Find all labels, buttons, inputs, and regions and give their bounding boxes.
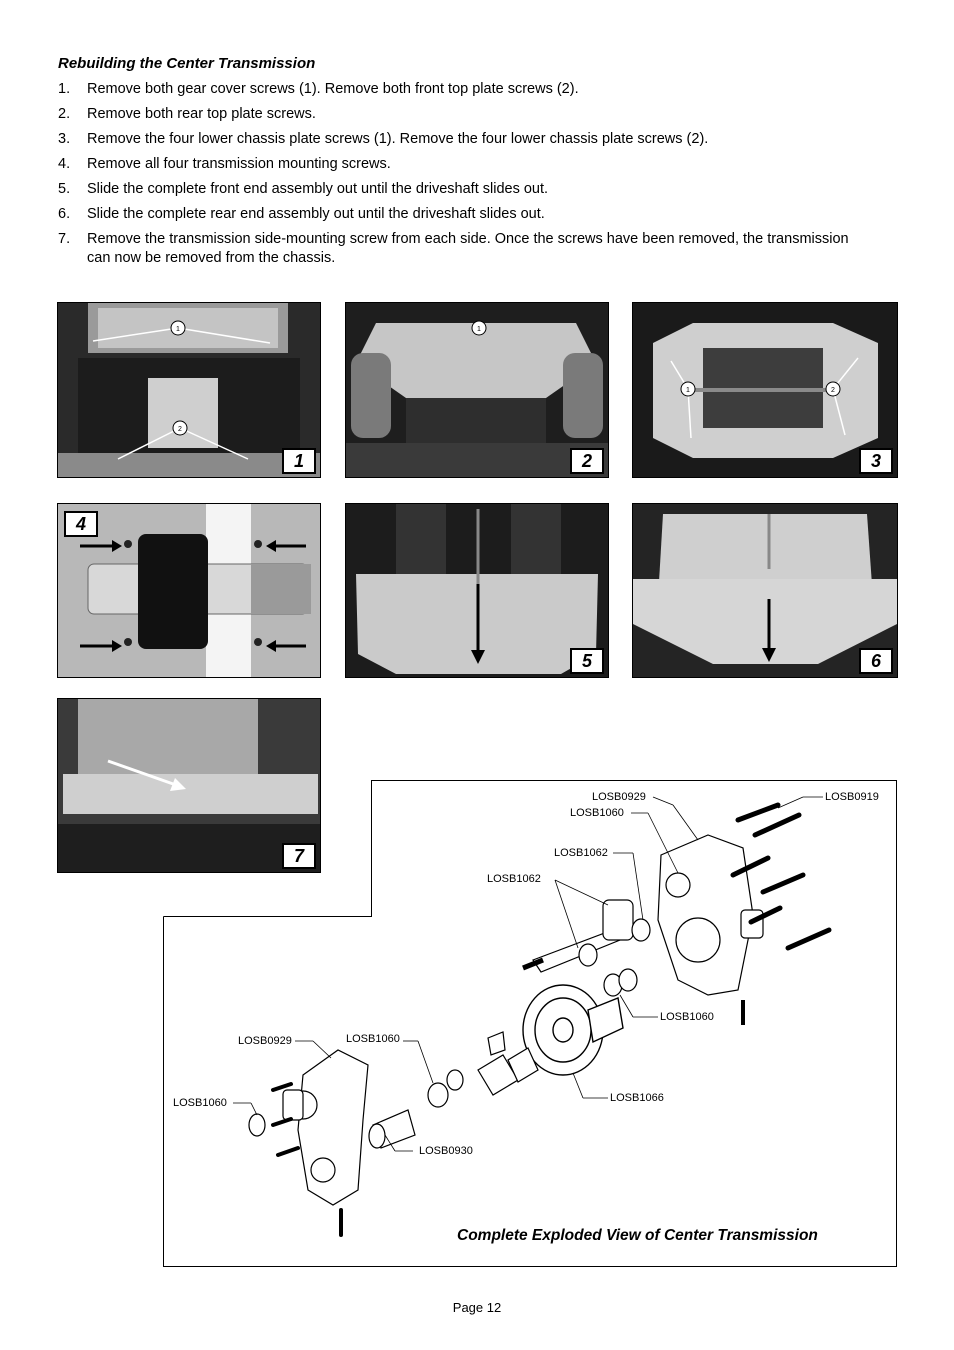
callout-number: 1 [686, 387, 690, 394]
photo-step-label: 7 [282, 843, 316, 869]
photo-step-label: 5 [570, 648, 604, 674]
photo-step-2: 1 2 [345, 302, 609, 478]
exploded-view-caption: Complete Exploded View of Center Transmi… [457, 1227, 818, 1244]
step-item: 6. Slide the complete rear end assembly o… [58, 205, 858, 224]
step-number: 6. [58, 206, 71, 222]
callout-number: 2 [178, 426, 182, 433]
callout-number: 1 [477, 326, 481, 333]
part-label: LOSB1066 [610, 1092, 664, 1104]
photo-step-label: 2 [570, 448, 604, 474]
part-label: LOSB1060 [660, 1011, 714, 1023]
step-text: Slide the complete rear end assembly out… [87, 206, 545, 222]
part-label: LOSB0930 [419, 1145, 473, 1157]
part-label: LOSB0929 [592, 791, 646, 803]
section-title: Rebuilding the Center Transmission [58, 55, 316, 72]
step-item: 7. Remove the transmission side-mounting … [58, 230, 858, 268]
step-text: Remove both gear cover screws (1). Remov… [87, 81, 579, 97]
callout-number: 2 [831, 387, 835, 394]
photo-step-1: 1 2 1 [57, 302, 321, 478]
step-number: 5. [58, 181, 71, 197]
callout-number: 1 [176, 326, 180, 333]
photo-step-7: 7 [57, 698, 321, 873]
step-text: Remove the four lower chassis plate scre… [87, 131, 709, 147]
part-label: LOSB0919 [825, 791, 879, 803]
step-number: 1. [58, 81, 71, 97]
step-text: Remove all four transmission mounting sc… [87, 156, 391, 172]
step-number: 4. [58, 156, 71, 172]
step-item: 3. Remove the four lower chassis plate sc… [58, 130, 858, 149]
part-label: LOSB1060 [570, 807, 624, 819]
part-label: LOSB1060 [173, 1097, 227, 1109]
page-number: Page 12 [452, 1300, 502, 1315]
step-number: 7. [58, 231, 71, 247]
instruction-steps: 1. Remove both gear cover screws (1). Rem… [58, 80, 858, 274]
part-label: LOSB1062 [487, 873, 541, 885]
step-item: 2. Remove both rear top plate screws. [58, 105, 858, 124]
step-text: Slide the complete front end assembly ou… [87, 181, 549, 197]
step-item: 5. Slide the complete front end assembly … [58, 180, 858, 199]
part-label: LOSB1062 [554, 847, 608, 859]
photo-step-5: 5 [345, 503, 609, 678]
step-text: Remove both rear top plate screws. [87, 106, 316, 122]
step-item: 1. Remove both gear cover screws (1). Rem… [58, 80, 858, 99]
step-number: 2. [58, 106, 71, 122]
photo-step-label: 4 [64, 511, 98, 537]
step-text: Remove the transmission side-mounting sc… [87, 231, 849, 266]
exploded-view: LOSB0929 LOSB1060 LOSB0919 LOSB1062 LOSB… [163, 780, 898, 1273]
photo-step-4: 4 [57, 503, 321, 678]
photo-step-label: 1 [282, 448, 316, 474]
photo-step-6: 6 [632, 503, 898, 678]
part-label: LOSB0929 [238, 1035, 292, 1047]
step-item: 4. Remove all four transmission mounting … [58, 155, 858, 174]
photo-step-label: 6 [859, 648, 893, 674]
photo-step-3: 1 2 3 [632, 302, 898, 478]
photo-step-label: 3 [859, 448, 893, 474]
step-number: 3. [58, 131, 71, 147]
part-label: LOSB1060 [346, 1033, 400, 1045]
